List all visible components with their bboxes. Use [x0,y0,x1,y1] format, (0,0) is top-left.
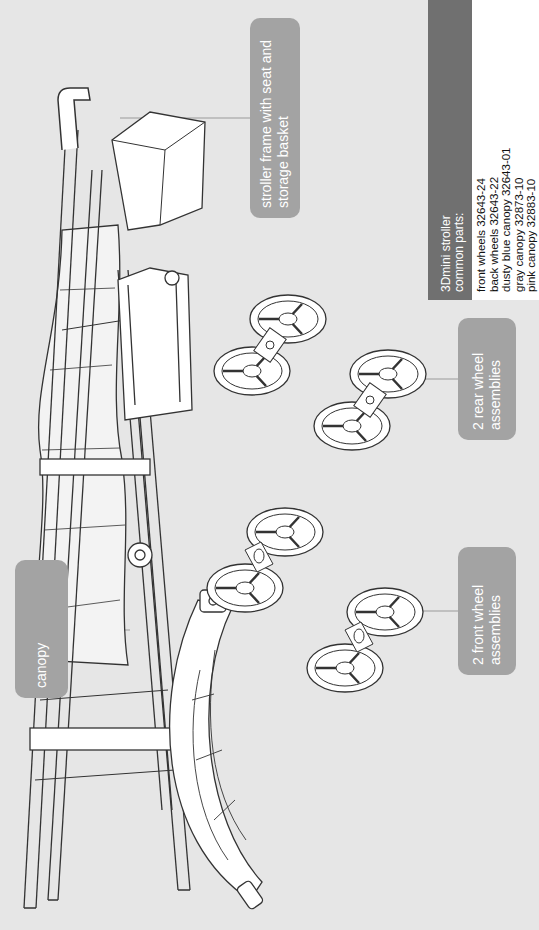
frame-tube [48,170,92,900]
part-label: stroller frame with seat and storage bas… [250,18,300,218]
part-name: stroller frame with seat and storage bas… [258,28,292,208]
canopy-clip [236,880,264,910]
table-body: front wheels 32643-24back wheels 32643-2… [472,0,538,300]
part-number-row: pink canopy 32883-10 [525,8,538,292]
table-header: 3Dmini stroller common parts: [428,0,472,300]
wheel-mount [128,543,152,567]
caster-fork [245,542,273,572]
caster-pin [254,549,264,563]
wheel-mount [135,550,145,560]
hinge-bracket [40,459,150,475]
part-name: 2 rear wheel assemblies [470,328,504,430]
part-label: canopy [15,560,68,698]
canopy-fabric [170,600,262,900]
part-label: 2 front wheel assemblies [458,547,516,675]
caster-pin [354,629,364,643]
rear-wheel-assembly [214,295,326,395]
frame-tube [24,130,66,908]
table-heading: 3Dmini stroller common parts: [440,182,466,292]
part-number-row: front wheels 32643-24 [475,8,488,292]
leader-line [420,610,458,611]
wheel [314,402,390,450]
part-name: canopy [33,570,50,688]
storage-basket [112,112,205,230]
part-label: 2 rear wheel assemblies [458,318,516,440]
wheel-housing [354,383,386,417]
tube-end [24,890,190,908]
frame-tube [36,130,78,908]
hinge-bracket [30,728,180,750]
front-wheel-assembly [307,588,423,692]
axle [266,341,274,349]
frame-tube [138,410,178,890]
wheel [307,644,383,692]
wheel [207,564,283,612]
wheel [214,347,290,395]
front-wheel-assembly [207,508,323,612]
frame-tube [58,170,102,900]
part-number-row: dusty blue canopy 32643-01 [500,8,513,292]
caster-fork [345,622,373,652]
brake-knob [165,271,179,285]
part-name: 2 front wheel assemblies [470,557,504,665]
part-number-row: back wheels 32643-22 [488,8,501,292]
footrest-handle [118,268,192,420]
canopy-illustration [170,590,264,910]
parts-table: 3Dmini stroller common parts:front wheel… [428,0,539,300]
rear-wheel-assembly [314,350,426,450]
wheel-housing [254,328,286,362]
axle [366,396,374,404]
footrest-handle [128,282,180,405]
part-number-row: gray canopy 32873-10 [513,8,526,292]
wheel [350,350,426,398]
handle-grip [58,88,90,150]
canopy-fold [192,650,246,860]
wheel [250,295,326,343]
basket-fold [112,122,205,225]
